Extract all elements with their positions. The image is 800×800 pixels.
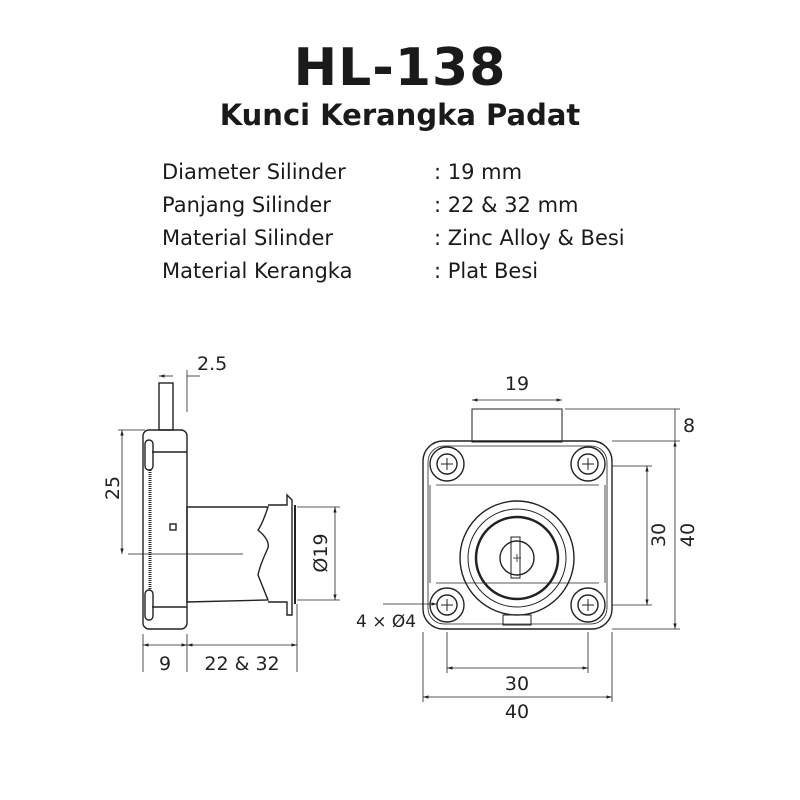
cylinder-top <box>471 408 563 443</box>
spec-row: Material Silinder : Zinc Alloy & Besi <box>162 222 625 255</box>
screw-icon <box>570 587 606 623</box>
product-name: Kunci Kerangka Padat <box>219 98 581 132</box>
dim-holes: 4 × Ø4 <box>356 612 416 632</box>
dim-height: 25 <box>102 476 124 500</box>
spec-value: : 19 mm <box>434 160 523 184</box>
product-code: HL-138 <box>293 38 507 98</box>
screw-icon <box>570 446 606 482</box>
screw-icon <box>429 587 465 623</box>
spec-value: : Zinc Alloy & Besi <box>434 226 625 250</box>
spec-value: : 22 & 32 mm <box>434 193 579 217</box>
dim-diameter: Ø19 <box>310 533 332 572</box>
screw-icon <box>429 446 465 482</box>
front-view <box>383 398 680 702</box>
dim-length: 22 & 32 <box>204 653 279 675</box>
frame <box>422 440 613 630</box>
spec-row: Diameter Silinder : 19 mm <box>162 156 625 189</box>
dim-height: 40 <box>677 523 699 547</box>
spec-label: Material Kerangka <box>162 259 353 283</box>
cylinder <box>186 506 270 603</box>
pin <box>158 382 174 431</box>
spec-list: Diameter Silinder : 19 mm Panjang Silinde… <box>162 156 625 288</box>
side-view <box>118 370 340 672</box>
keyhole-cylinder <box>459 500 575 616</box>
spec-label: Panjang Silinder <box>162 193 331 217</box>
spec-value: : Plat Besi <box>434 259 539 283</box>
dim-pin: 2.5 <box>197 353 227 375</box>
spec-row: Material Kerangka : Plat Besi <box>162 255 625 288</box>
dim-cyl-width: 19 <box>505 373 529 395</box>
dim-width: 40 <box>505 701 529 723</box>
dim-cyl-top: 8 <box>683 415 695 437</box>
spec-label: Material Silinder <box>162 226 334 250</box>
plate <box>142 429 188 630</box>
spec-label: Diameter Silinder <box>162 160 346 184</box>
spec-row: Panjang Silinder : 22 & 32 mm <box>162 189 625 222</box>
dim-hole-spacing-h: 30 <box>505 673 529 695</box>
dim-plate: 9 <box>159 653 171 675</box>
dim-hole-spacing-v: 30 <box>648 523 670 547</box>
